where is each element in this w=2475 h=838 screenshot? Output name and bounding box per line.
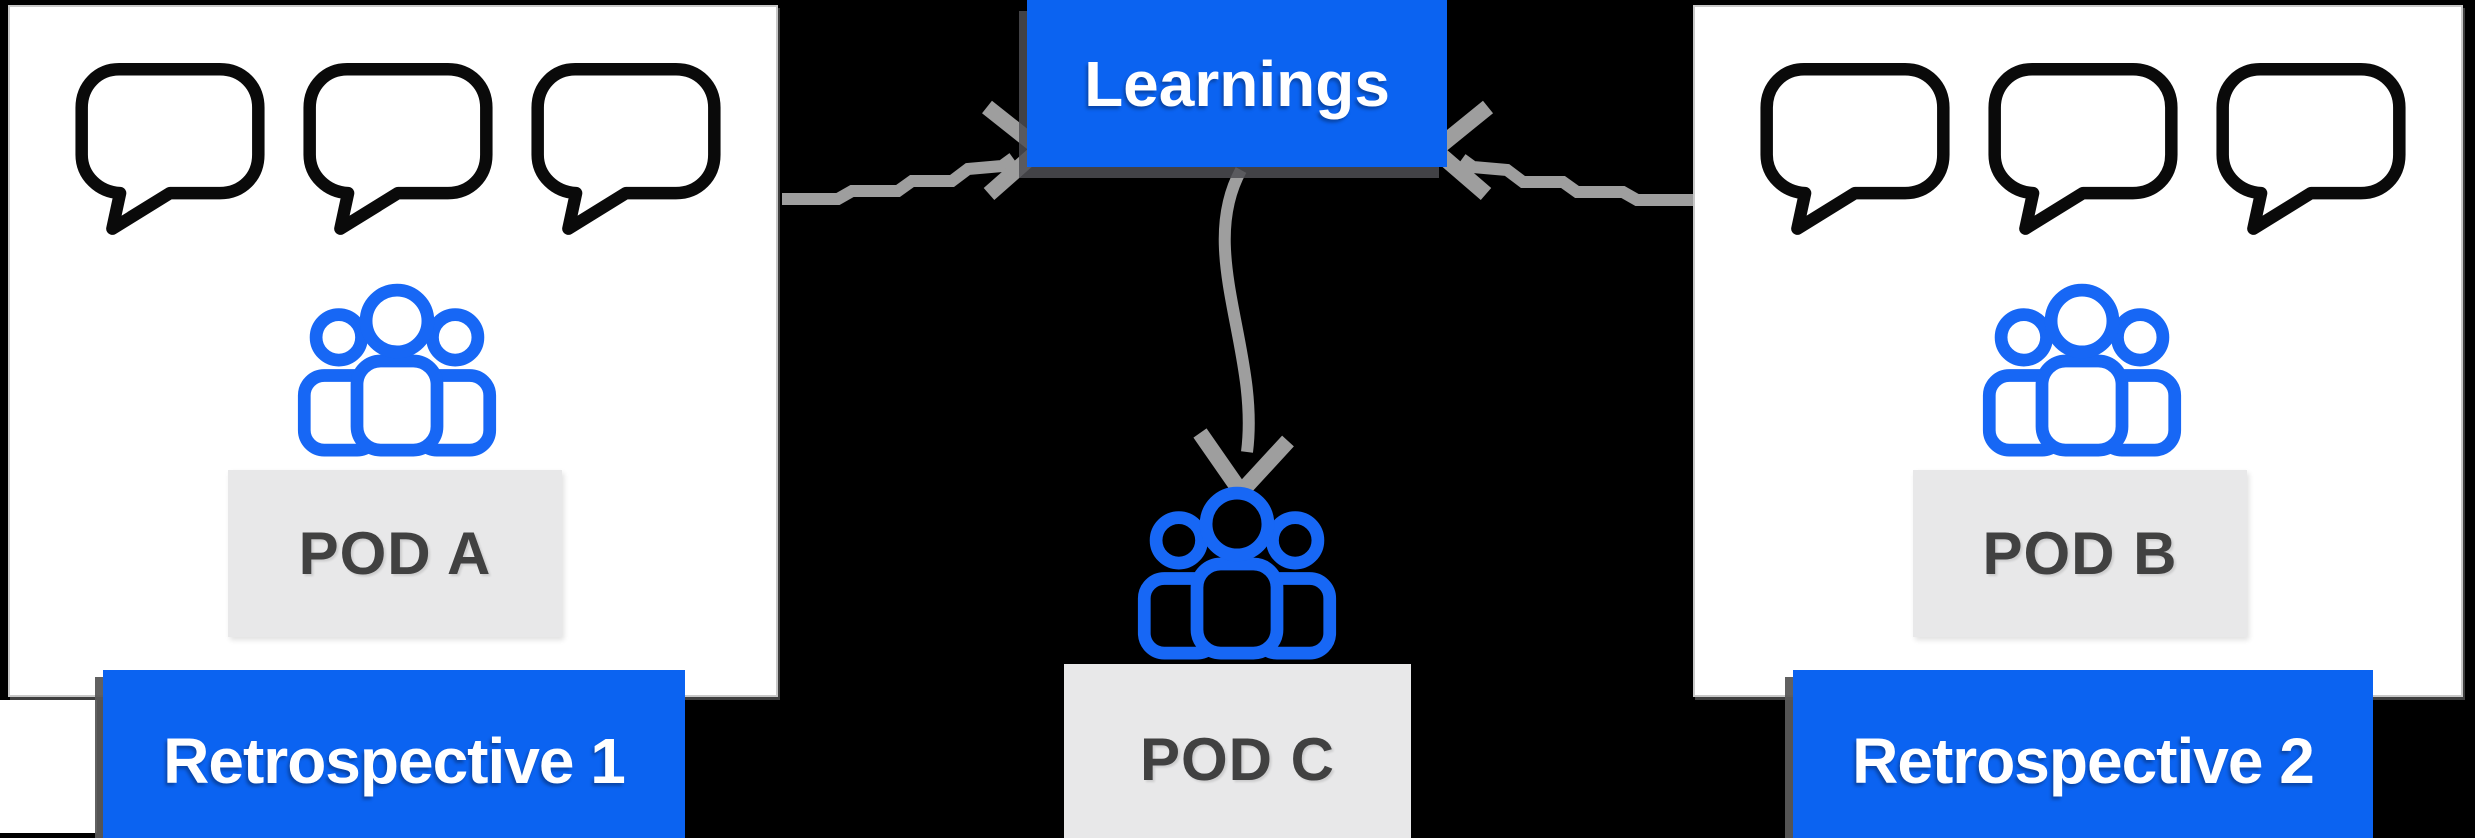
feedback-bubbles-right (1751, 59, 2411, 239)
pod-c-team-group-icon (1137, 486, 1337, 662)
speech-bubble-icon (1759, 59, 1951, 237)
curved-arrow-left-to-learnings (782, 100, 1053, 205)
speech-bubble-icon (2215, 59, 2407, 237)
pod-c-label-box: POD C (1064, 664, 1411, 838)
background-notch (0, 700, 97, 833)
retrospective-1-banner: Retrospective 1 (103, 670, 685, 838)
speech-bubble-icon (530, 59, 722, 237)
pod-b-label: POD B (1982, 520, 2178, 587)
pod-c-label: POD C (1139, 725, 1336, 793)
speech-bubble-icon (302, 59, 494, 237)
retro-card-2: POD B (1693, 5, 2463, 697)
curved-arrow-learnings-to-pod-c (1193, 167, 1294, 505)
retro-card-1: POD A (8, 5, 778, 697)
retrospective-2-label: Retrospective 2 (1852, 725, 2315, 797)
speech-bubble-icon (74, 59, 266, 237)
team-group-icon (1982, 283, 2182, 459)
speech-bubble-icon (1987, 59, 2179, 237)
curved-arrow-right-to-learnings (1422, 100, 1693, 206)
pod-a-label-box: POD A (228, 470, 562, 637)
learnings-box: Learnings (1027, 0, 1447, 167)
learnings-label: Learnings (1084, 47, 1390, 120)
pod-a-label: POD A (298, 520, 492, 587)
retrospective-2-banner: Retrospective 2 (1793, 670, 2373, 838)
pod-b-label-box: POD B (1913, 470, 2247, 637)
retrospective-1-label: Retrospective 1 (163, 725, 626, 797)
team-group-icon (297, 283, 497, 459)
feedback-bubbles-left (66, 59, 726, 239)
